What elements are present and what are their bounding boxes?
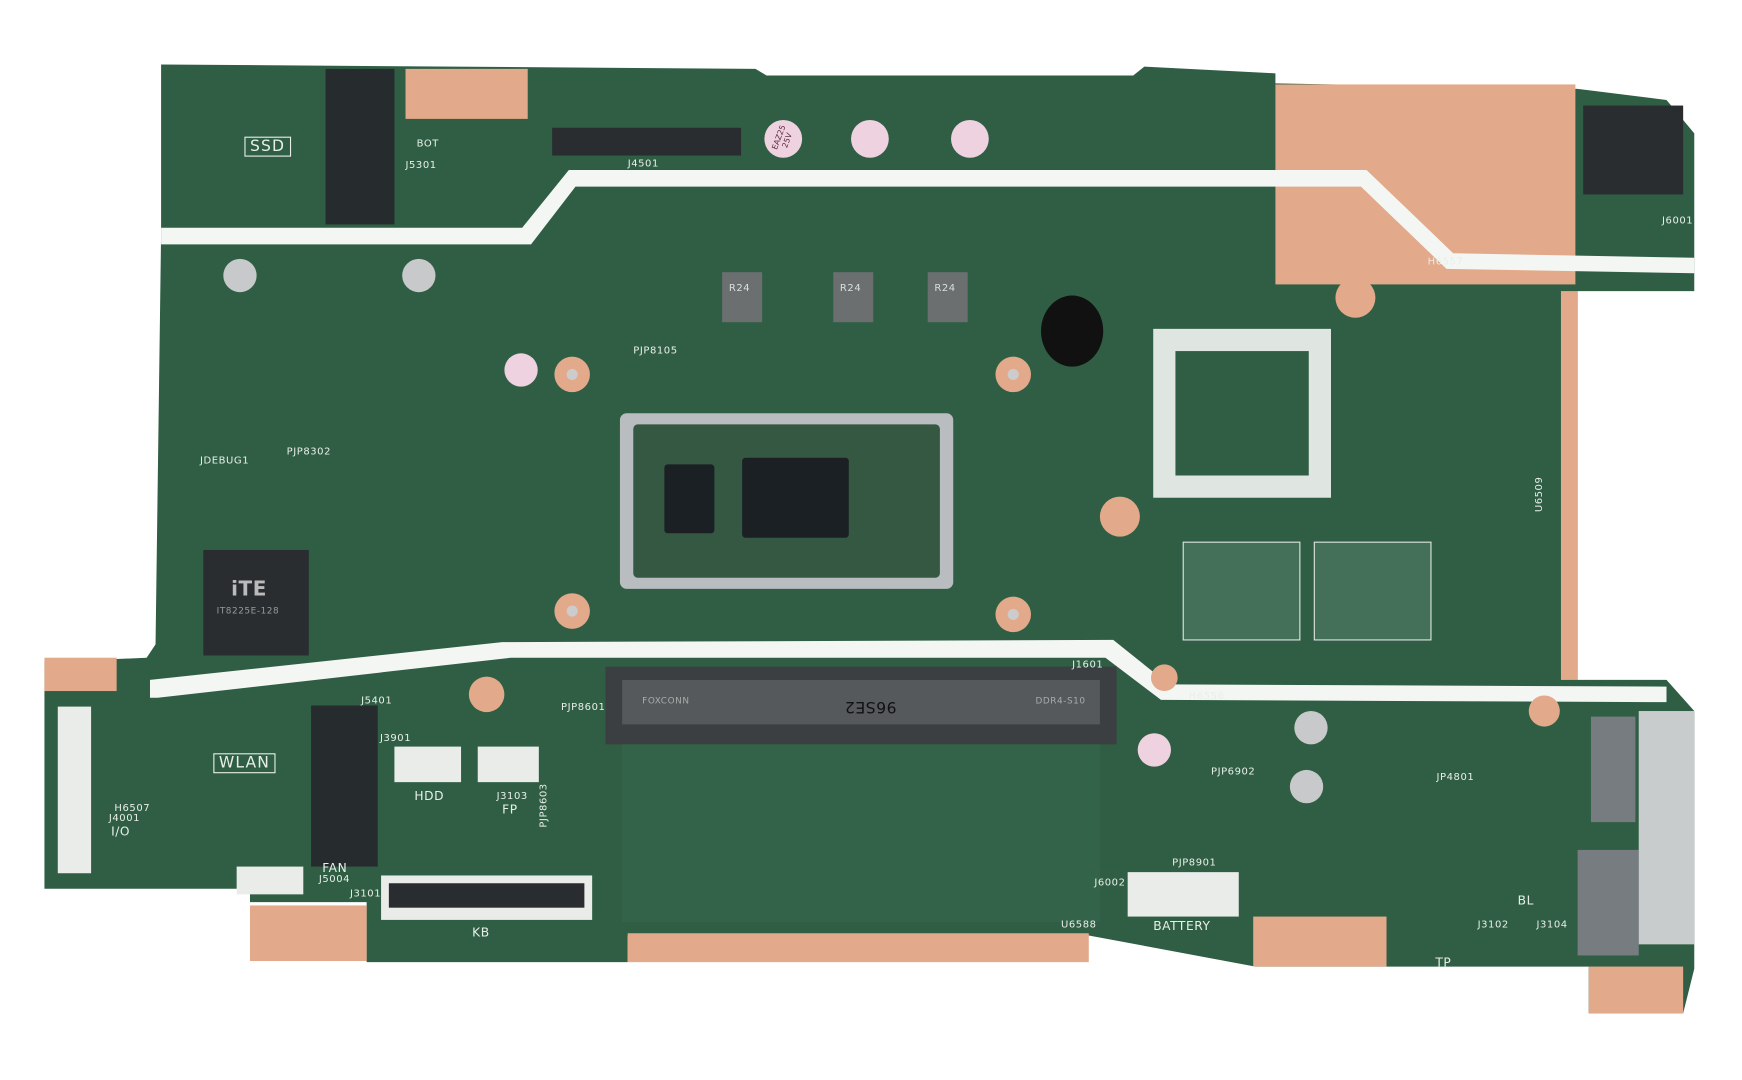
copper-pad-br [1253,916,1387,967]
label-j3104: J3104 [1536,919,1568,932]
label-pjp8601: PJP8601 [561,702,606,714]
label-h6556: H6556 [1188,691,1225,703]
label-fan: FAN [322,861,348,876]
capacitor-9 [1289,769,1324,804]
fp-connector [477,746,539,783]
lcd-connector [552,127,742,156]
fan-connector [236,866,304,895]
label-bot: BOT [416,138,439,150]
label-io: I/O [111,824,131,839]
vram-1 [1182,541,1301,641]
copper-pad-bl [249,905,367,962]
label-pjp8105: PJP8105 [633,345,678,357]
battery-connector [1127,872,1239,917]
ssd-slot [325,68,395,225]
inductor-1 [722,272,763,323]
ram-slot-type: DDR4-S10 [1035,695,1086,706]
ram-slot-brand: FOXCONN [642,695,690,706]
label-j1601: J1601 [1072,659,1104,672]
label-j3102: J3102 [1477,919,1509,932]
label-j5004: J5004 [318,874,351,886]
mount-hole-8 [1528,695,1560,727]
label-j5301: J5301 [405,159,437,172]
label-pjp8901: PJP8901 [1172,857,1217,869]
ram-slot-code: 96SE2 [844,697,897,716]
heatpipe-top [161,169,1695,274]
usb-port-1 [1590,716,1636,823]
wlan-slot [311,705,378,867]
kb-connector-inner [388,883,585,908]
ram-area [622,744,1100,923]
label-u6588: U6588 [1061,919,1097,932]
label-fp: FP [502,802,518,817]
ec-chip-brand: iTE [231,577,267,602]
label-j4001: J4001 [108,813,141,825]
inductor-1-label: R24 [728,283,751,295]
capacitor-2 [851,119,889,158]
audio-jack [1583,105,1684,195]
inductor-3 [927,272,968,323]
capacitor-7 [402,258,436,293]
ram-slot-inner [622,679,1100,725]
copper-pad-left [44,657,117,692]
inductor-2 [833,272,874,323]
label-ssd: SSD [244,136,291,157]
inductor-3-label: R24 [934,283,956,295]
label-j6001: J6001 [1662,215,1694,227]
usb-shield [1638,711,1695,945]
gpu-bga-inner [1175,351,1309,476]
capacitor-1 [764,119,803,158]
mount-hole-5 [1099,496,1140,537]
label-j5401: J5401 [361,695,393,707]
cpu-die-large [742,457,849,538]
copper-strip-bottom [627,933,1089,963]
hdd-connector [394,746,462,783]
label-j3103: J3103 [496,791,528,803]
capacitor-6 [223,258,257,293]
label-wlan: WLAN [213,753,276,774]
copper-pad-corner [1588,966,1684,1014]
vram-2 [1313,541,1432,641]
label-tp: TP [1435,955,1452,970]
label-jp4801: JP4801 [1436,772,1475,784]
label-battery: BATTERY [1153,918,1211,934]
ec-chip [203,549,309,656]
label-pjp8603: PJP8603 [538,783,550,828]
epoxy-blob [1041,295,1104,367]
label-h6507: H6507 [114,803,151,815]
label-j3101: J3101 [349,888,382,900]
capacitor-8 [1294,711,1328,745]
mount-hole-6 [1335,277,1376,318]
label-hdd: HDD [414,788,445,804]
label-j4501: J4501 [627,158,659,170]
capacitor-5 [1137,733,1171,767]
label-jdebug: JDEBUG1 [199,455,250,467]
cpu-die-small [664,464,715,534]
heatpipe-bottom [149,639,1667,703]
io-connector [57,706,92,874]
label-j3901: J3901 [379,733,412,745]
ec-chip-model: IT8225E-128 [216,605,280,616]
mount-hole-7 [468,676,505,713]
label-u6509: U6509 [1534,476,1546,513]
mount-hole-9 [1150,664,1178,692]
capacitor-3 [951,119,989,158]
label-pjp8302: PJP8302 [286,446,331,458]
label-pjp6902: PJP6902 [1210,766,1256,778]
label-h6557: H6557 [1427,256,1464,268]
label-kb: KB [472,925,490,940]
copper-strip-right [1560,291,1578,680]
label-bl: BL [1517,893,1534,908]
copper-pad-top [405,68,528,119]
inductor-2-label: R24 [839,283,862,295]
capacitor-4 [504,353,538,387]
usb-port-2 [1577,849,1639,956]
label-j6002: J6002 [1094,877,1126,889]
